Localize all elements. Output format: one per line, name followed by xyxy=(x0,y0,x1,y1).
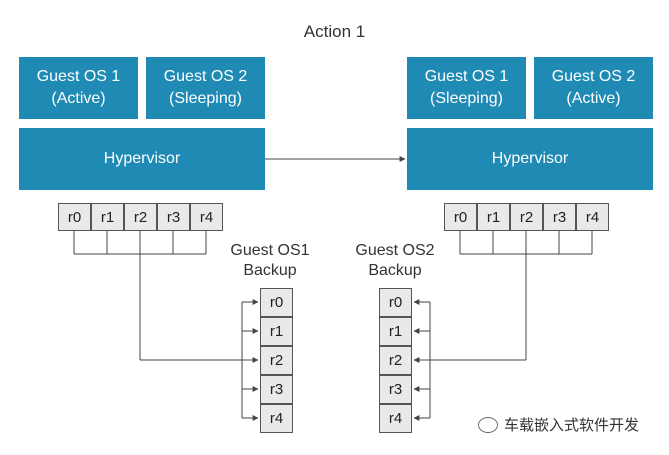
watermark-text: 车载嵌入式软件开发 xyxy=(504,417,640,434)
guest-os1-backup-line1: Guest OS1 xyxy=(230,242,310,259)
right-hypervisor-box: Hypervisor xyxy=(407,128,653,190)
guest-os1-backup-line2: Backup xyxy=(243,262,297,279)
right-hypervisor-label: Hypervisor xyxy=(491,150,569,167)
backup2-register: r1 xyxy=(379,317,412,346)
right-register: r4 xyxy=(576,203,609,231)
right-guest-os-2-name: Guest OS 2 xyxy=(551,68,636,85)
guest-os2-backup-line1: Guest OS2 xyxy=(355,242,435,259)
backup1-register: r4 xyxy=(260,404,293,433)
guest-os2-backup-line2: Backup xyxy=(368,262,422,279)
chat-bubble-icon xyxy=(478,416,498,433)
right-register: r3 xyxy=(543,203,576,231)
backup1-register: r3 xyxy=(260,375,293,404)
right-register: r0 xyxy=(444,203,477,231)
guest-os1-backup-label: Guest OS1 Backup xyxy=(220,241,320,281)
left-hypervisor-label: Hypervisor xyxy=(103,150,181,167)
backup1-register: r1 xyxy=(260,317,293,346)
left-guest-os-1-box: Guest OS 1 (Active) xyxy=(19,57,138,119)
right-guest-os-2-box: Guest OS 2 (Active) xyxy=(534,57,653,119)
left-register: r2 xyxy=(124,203,157,231)
backup1-register: r2 xyxy=(260,346,293,375)
right-guest-os-1-name: Guest OS 1 xyxy=(424,68,509,85)
backup1-register: r0 xyxy=(260,288,293,317)
right-guest-os-1-state: (Sleeping) xyxy=(430,90,503,107)
backup2-register: r0 xyxy=(379,288,412,317)
backup2-register: r4 xyxy=(379,404,412,433)
backup2-register: r2 xyxy=(379,346,412,375)
left-register: r1 xyxy=(91,203,124,231)
left-guest-os-1-name: Guest OS 1 xyxy=(36,68,121,85)
watermark: 车载嵌入式软件开发 xyxy=(478,414,639,435)
left-register: r0 xyxy=(58,203,91,231)
right-register: r2 xyxy=(510,203,543,231)
left-register: r3 xyxy=(157,203,190,231)
left-hypervisor-box: Hypervisor xyxy=(19,128,265,190)
left-guest-os-2-box: Guest OS 2 (Sleeping) xyxy=(146,57,265,119)
left-register: r4 xyxy=(190,203,223,231)
left-guest-os-2-state: (Sleeping) xyxy=(169,90,242,107)
right-guest-os-1-box: Guest OS 1 (Sleeping) xyxy=(407,57,526,119)
left-guest-os-2-name: Guest OS 2 xyxy=(163,68,248,85)
right-register: r1 xyxy=(477,203,510,231)
left-guest-os-1-state: (Active) xyxy=(51,90,106,107)
backup2-register: r3 xyxy=(379,375,412,404)
right-guest-os-2-state: (Active) xyxy=(566,90,621,107)
diagram-title: Action 1 xyxy=(303,22,366,41)
guest-os2-backup-label: Guest OS2 Backup xyxy=(345,241,445,281)
